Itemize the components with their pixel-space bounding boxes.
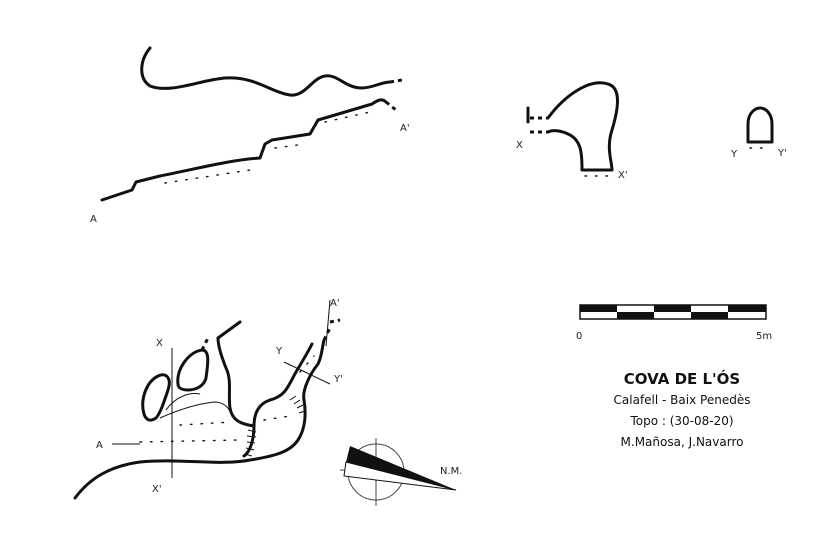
plan-entrance-dashes	[322, 318, 341, 341]
cross-section-x-prime-label: X'	[618, 170, 628, 181]
cave-location: Calafell - Baix Penedès	[614, 393, 751, 407]
plan-label-y: Y	[275, 346, 283, 357]
plan-section-a-prime-line	[325, 299, 331, 347]
cross-section-y-label: Y	[730, 149, 738, 160]
plan-floor-dots-3	[263, 415, 291, 421]
survey-date: Topo : (30-08-20)	[629, 414, 733, 428]
north-arrow-label: N.M.	[440, 466, 462, 477]
plan-floor-dots	[139, 439, 241, 443]
survey-authors: M.Mañosa, J.Navarro	[621, 435, 744, 449]
section-floor-dashed-end	[385, 100, 397, 112]
cross-section-x-label: X	[516, 140, 523, 151]
cross-section-y-prime-label: Y'	[777, 148, 787, 159]
scale-bar-seg-5	[728, 305, 766, 312]
scale-bar: 0 5m	[576, 304, 772, 342]
plan-middle-chamber-dashes	[200, 337, 210, 351]
plan-label-a-prime: A'	[330, 298, 340, 309]
plan-view: A A' X X' Y Y'	[73, 298, 343, 500]
plan-hatch-1	[244, 429, 257, 457]
plan-section-y-line	[283, 361, 331, 385]
plan-middle-chamber	[176, 348, 210, 392]
section-floor-line	[100, 98, 388, 202]
scale-bar-seg-2	[617, 312, 654, 319]
section-label-a-prime: A'	[400, 123, 410, 134]
longitudinal-section: A A'	[90, 46, 410, 225]
title-block: COVA DE L'ÓS Calafell - Baix Penedès Top…	[614, 369, 751, 449]
section-floor-dots-3	[324, 111, 371, 123]
plan-inner-ledge	[159, 401, 231, 419]
plan-outer-wall	[73, 338, 326, 500]
scale-bar-end-label: 5m	[756, 331, 772, 342]
section-ceiling-line	[140, 46, 392, 97]
north-arrow-black-half	[346, 446, 456, 490]
north-arrow: N.M.	[339, 438, 462, 506]
plan-branch-wall	[216, 320, 242, 340]
plan-upper-wall	[216, 336, 256, 428]
plan-label-x-prime: X'	[152, 484, 162, 495]
plan-label-y-prime: Y'	[333, 374, 343, 385]
scale-bar-start-label: 0	[576, 331, 582, 342]
plan-inner-ledge-2	[165, 393, 201, 411]
scale-bar-seg-1	[580, 305, 617, 312]
plan-label-a: A	[96, 440, 103, 451]
plan-label-x: X	[156, 338, 163, 349]
plan-floor-dots-4	[299, 355, 315, 373]
plan-left-chamber	[141, 373, 171, 422]
north-arrow-white-half	[343, 461, 457, 491]
cross-section-y-outline	[746, 106, 774, 144]
cave-title: COVA DE L'ÓS	[624, 369, 740, 388]
cross-section-x: X X'	[516, 81, 628, 181]
plan-hatch-2	[289, 395, 306, 414]
section-label-a: A	[90, 214, 97, 225]
plan-inner-wall	[242, 342, 314, 458]
scale-bar-seg-4	[691, 312, 728, 319]
section-ceiling-dashed-end	[389, 78, 403, 84]
plan-floor-dots-2	[179, 421, 233, 426]
cross-section-y: Y Y'	[730, 106, 787, 160]
section-floor-dots-2	[274, 143, 306, 149]
section-floor-dots	[164, 169, 251, 184]
scale-bar-seg-3	[654, 305, 691, 312]
cross-section-x-outline	[546, 81, 619, 172]
